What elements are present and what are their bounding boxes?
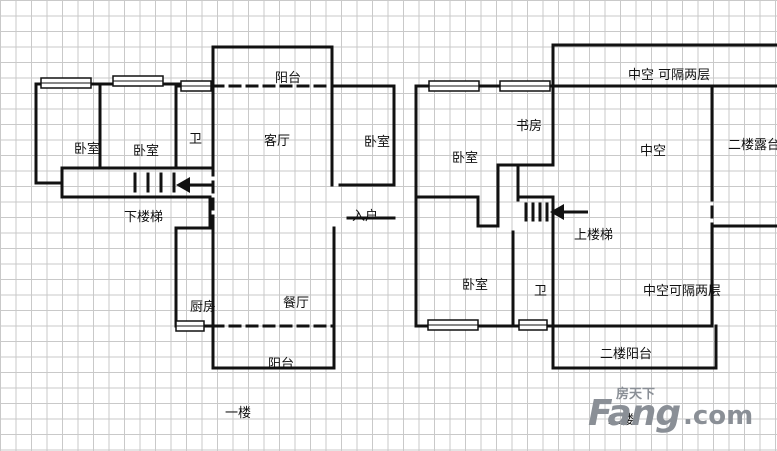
floor1-bedroom-b-label: 卧室 — [133, 144, 160, 159]
floor2-void-bottom-label: 中空可隔两层 — [643, 284, 722, 299]
floor2-caption: 二楼 — [608, 413, 635, 428]
floor1-balcony-top-label: 阳台 — [275, 71, 302, 86]
stairs-down-arrow-icon — [176, 177, 212, 193]
floor1-walls — [34, 45, 396, 370]
floor1-dashed-lines — [211, 84, 336, 328]
watermark-domain: .com — [683, 401, 754, 431]
window-inner-lines — [41, 80, 550, 327]
floor2-stairs-up-label: 上楼梯 — [574, 228, 614, 243]
floor2-void-mid-label: 中空 — [640, 144, 667, 159]
fang-watermark-logo: 房天下 Fang .com — [588, 385, 770, 441]
floor1-dining-label: 餐厅 — [283, 296, 310, 311]
floor1-kitchen-label: 厨房 — [190, 300, 217, 315]
floor1-bath-label: 卫 — [189, 132, 203, 147]
floor1-bedroom-c-label: 卧室 — [364, 135, 391, 150]
floor2-terrace-label: 二楼露台 — [728, 138, 777, 153]
floor1-stairs-down-label: 下楼梯 — [124, 210, 164, 225]
floor2-void-top-label: 中空 可隔两层 — [628, 68, 711, 83]
floor2-bedroom-b-label: 卧室 — [462, 278, 489, 293]
floor1-entry-label: 入户 — [352, 209, 379, 224]
floor2-bedroom-a-label: 卧室 — [452, 151, 479, 166]
floor1-caption: 一楼 — [225, 406, 252, 421]
floor2-balcony-label: 二楼阳台 — [600, 347, 653, 362]
floor1-bedroom-a-label: 卧室 — [74, 142, 101, 157]
watermark-brand: Fang — [588, 393, 681, 434]
floor2-bath-label: 卫 — [534, 284, 548, 299]
floor2-study-label: 书房 — [516, 119, 543, 134]
floor1-living-label: 客厅 — [264, 134, 291, 149]
floor1-balcony-bottom-label: 阳台 — [268, 357, 295, 372]
watermark-brand-cn: 房天下 — [616, 387, 656, 402]
stairs-up-arrow-icon — [550, 204, 588, 220]
